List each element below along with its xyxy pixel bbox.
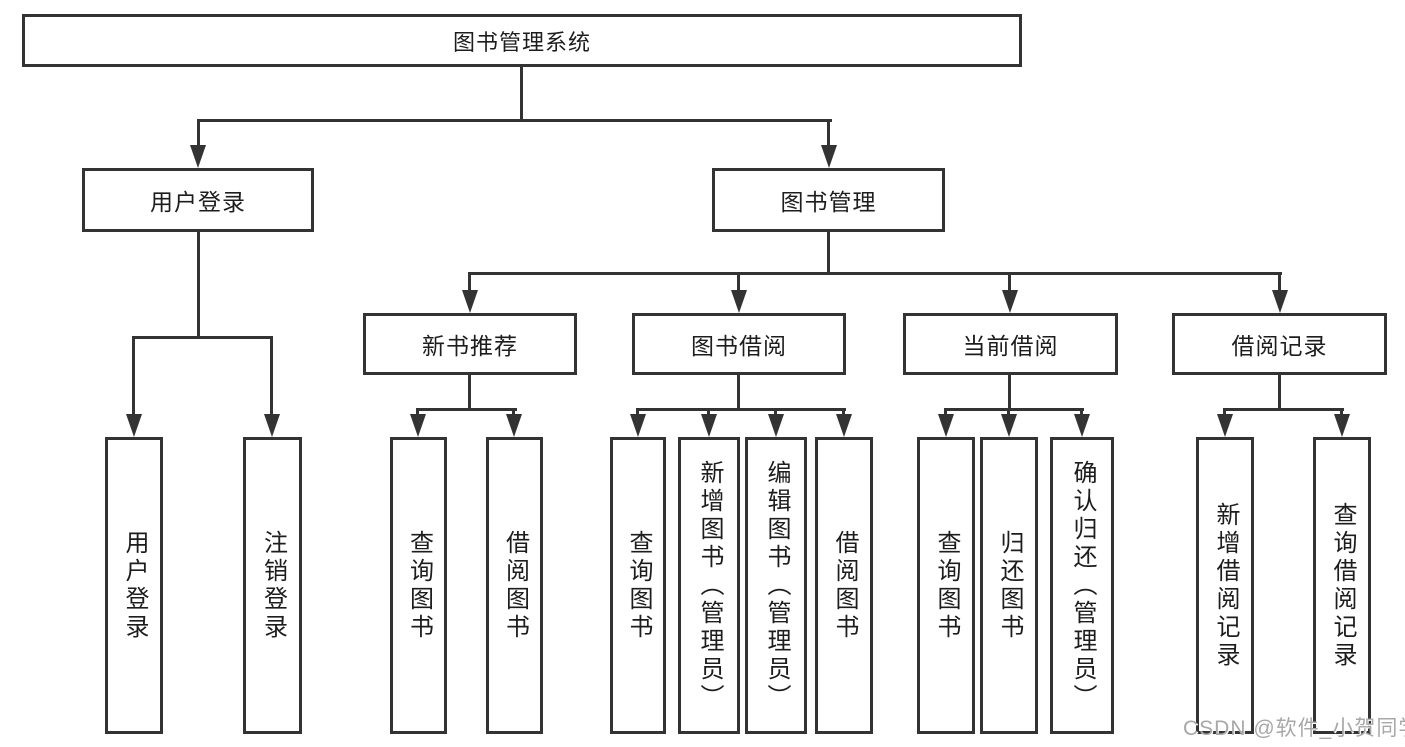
node-user-login: 用户登录: [82, 168, 314, 232]
leaf-add-borrow-record: 新增借阅记录: [1196, 437, 1254, 734]
connector-rail: [416, 408, 517, 411]
connector-stem: [737, 375, 740, 408]
node-label: 图书管理: [780, 189, 877, 215]
leaf-query-books: 查询图书: [610, 437, 666, 734]
arrow-down-icon: [768, 414, 784, 437]
node-label: 查询图书: [933, 529, 960, 642]
node-label: 编辑图书（管理员）: [763, 459, 790, 712]
leaf-logout: 注销登录: [243, 437, 302, 734]
node-book-borrow: 图书借阅: [632, 313, 846, 375]
node-label: 当前借阅: [962, 333, 1059, 359]
node-label: 查询借阅记录: [1329, 501, 1356, 670]
connector-stub: [132, 339, 135, 416]
node-current-borrow: 当前借阅: [903, 313, 1118, 375]
arrow-down-icon: [630, 414, 646, 437]
connector-rail: [1223, 408, 1344, 411]
arrow-down-icon: [821, 145, 837, 168]
node-label: 归还图书: [996, 529, 1023, 642]
node-label: 确认归还（管理员）: [1069, 459, 1096, 712]
arrow-down-icon: [264, 414, 280, 437]
arrow-down-icon: [1002, 290, 1018, 313]
leaf-add-books-admin: 新增图书（管理员）: [678, 437, 740, 734]
node-label: 图书借阅: [691, 333, 787, 359]
connector-rail: [636, 408, 846, 411]
leaf-confirm-return-admin: 确认归还（管理员）: [1050, 437, 1114, 734]
node-label: 借阅图书: [501, 529, 529, 642]
connector-stem: [468, 375, 471, 408]
connector-stub: [270, 339, 273, 416]
node-label: 借阅记录: [1231, 333, 1328, 359]
arrow-down-icon: [1217, 414, 1233, 437]
node-label: 图书管理系统: [452, 29, 591, 55]
leaf-query-books: 查询图书: [917, 437, 975, 734]
leaf-query-books: 查询图书: [390, 437, 447, 734]
leaf-borrow-books: 借阅图书: [486, 437, 543, 734]
arrow-down-icon: [731, 290, 747, 313]
connector-stub: [1008, 275, 1011, 293]
arrow-down-icon: [938, 414, 954, 437]
leaf-user-login: 用户登录: [105, 437, 163, 734]
connector-stem: [197, 232, 200, 339]
connector-rail: [944, 408, 1084, 411]
arrow-down-icon: [462, 290, 478, 313]
node-label: 新书推荐: [422, 333, 518, 359]
node-label: 查询图书: [405, 529, 433, 642]
arrow-down-icon: [1334, 414, 1350, 437]
connector-rail: [468, 272, 1282, 275]
node-label: 新增借阅记录: [1212, 501, 1239, 670]
connector-stub: [468, 275, 471, 293]
connector-rail: [132, 336, 273, 339]
arrow-down-icon: [701, 414, 717, 437]
node-label: 用户登录: [121, 529, 148, 642]
node-new-book-recommend: 新书推荐: [363, 313, 577, 375]
connector-root-stem: [520, 67, 523, 122]
node-book-management: 图书管理: [712, 168, 945, 232]
csdn-watermark: CSDN @软件_小贺同学: [1183, 717, 1405, 740]
node-label: 查询图书: [625, 529, 652, 642]
leaf-edit-books-admin: 编辑图书（管理员）: [745, 437, 807, 734]
arrow-down-icon: [1074, 414, 1090, 437]
node-label: 借阅图书: [831, 529, 858, 642]
connector-stub: [827, 122, 830, 148]
node-label: 用户登录: [150, 189, 246, 215]
leaf-query-borrow-record: 查询借阅记录: [1313, 437, 1371, 734]
connector-root-rail: [197, 119, 832, 122]
connector-stem: [827, 232, 830, 272]
connector-stem: [1008, 375, 1011, 408]
arrow-down-icon: [190, 145, 206, 168]
connector-stub: [197, 122, 200, 148]
node-borrow-records: 借阅记录: [1172, 313, 1387, 375]
arrow-down-icon: [126, 414, 142, 437]
arrow-down-icon: [506, 414, 522, 437]
node-label: 注销登录: [259, 529, 287, 642]
leaf-borrow-books: 借阅图书: [815, 437, 873, 734]
node-label: 新增图书（管理员）: [696, 459, 723, 712]
arrow-down-icon: [1001, 414, 1017, 437]
arrow-down-icon: [410, 414, 426, 437]
leaf-return-books: 归还图书: [980, 437, 1038, 734]
arrow-down-icon: [1272, 290, 1288, 313]
arrow-down-icon: [836, 414, 852, 437]
node-root: 图书管理系统: [22, 14, 1022, 67]
connector-stem: [1278, 375, 1281, 408]
connector-stub: [737, 275, 740, 293]
connector-stub: [1278, 275, 1281, 293]
